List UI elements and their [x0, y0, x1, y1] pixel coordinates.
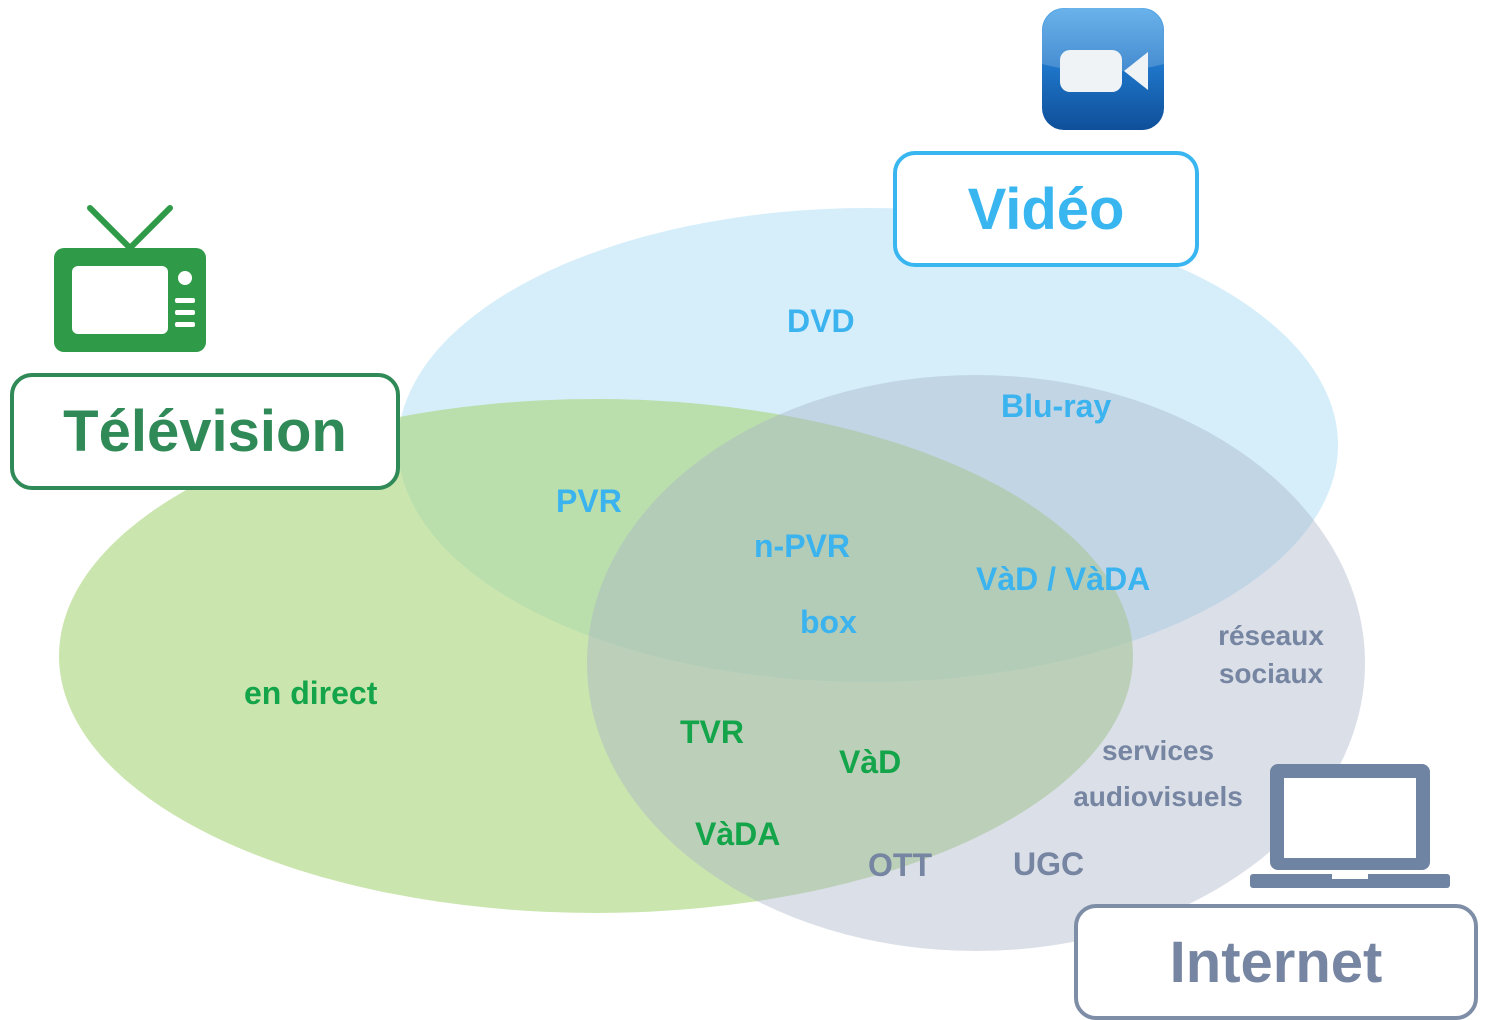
term-reseaux-sociaux: réseaux sociaux [1201, 617, 1341, 693]
term-dvd: DVD [787, 303, 855, 339]
laptop-icon [1250, 764, 1450, 888]
term-box: box [800, 604, 857, 640]
term-services-line1: services [1101, 735, 1215, 766]
term-services-audiovisuels: services audiovisuels [1058, 728, 1258, 820]
television-category-text: Télévision [63, 399, 347, 464]
term-en-direct: en direct [244, 675, 378, 711]
term-ott: OTT [868, 847, 932, 883]
term-vad: VàD [839, 744, 902, 780]
term-reseaux-line2: sociaux [1218, 658, 1324, 689]
television-category-label: Télévision [10, 373, 400, 490]
video-camera-icon [1042, 8, 1164, 130]
internet-category-text: Internet [1169, 929, 1383, 995]
term-ugc: UGC [1013, 846, 1085, 882]
television-icon [54, 205, 206, 352]
video-category-label: Vidéo [893, 151, 1199, 267]
internet-category-label: Internet [1074, 904, 1478, 1020]
term-reseaux-line1: réseaux [1218, 620, 1324, 651]
term-vad-vada: VàD / VàDA [976, 561, 1151, 597]
term-vada: VàDA [695, 816, 781, 852]
term-tvr: TVR [680, 714, 744, 750]
term-services-line2: audiovisuels [1073, 781, 1243, 812]
term-npvr: n-PVR [754, 528, 850, 564]
internet-ellipse [587, 375, 1365, 951]
term-bluray: Blu-ray [1001, 388, 1112, 424]
term-pvr: PVR [556, 483, 622, 519]
video-category-text: Vidéo [967, 176, 1125, 242]
television-ellipse [59, 399, 1133, 913]
